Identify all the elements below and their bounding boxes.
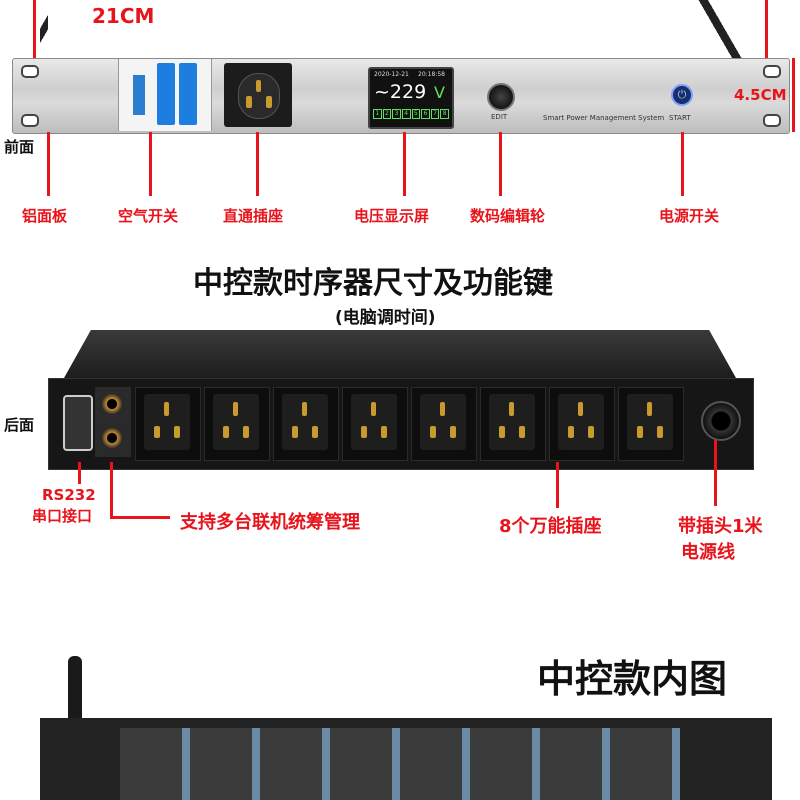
dimension-side-label: 4.5CM bbox=[734, 86, 787, 104]
rear-socket bbox=[618, 387, 684, 461]
display-date: 2020-12-21 bbox=[374, 71, 409, 78]
rear-chassis-top bbox=[64, 330, 736, 378]
callout-line bbox=[681, 132, 684, 196]
section-title: 中控款时序器尺寸及功能键 bbox=[193, 266, 553, 301]
callout-plug-cord: 带插头1米 bbox=[678, 516, 763, 537]
channel-8: 8 bbox=[440, 109, 449, 119]
rack-hole bbox=[763, 114, 781, 127]
power-button-icon[interactable]: ⏻ bbox=[671, 84, 693, 106]
socket-pin bbox=[256, 80, 261, 92]
callout-line bbox=[110, 462, 113, 518]
channel-7: 7 bbox=[430, 109, 440, 119]
front-passthrough-socket bbox=[224, 63, 292, 127]
callout-line bbox=[78, 462, 81, 484]
rack-hole bbox=[763, 65, 781, 78]
inner-view-title: 中控款内图 bbox=[537, 657, 728, 701]
callout-multi-link: 支持多台联机统筹管理 bbox=[180, 512, 360, 533]
callout-line bbox=[149, 132, 152, 196]
jack-port bbox=[101, 427, 123, 449]
system-name: Smart Power Management System bbox=[543, 114, 665, 122]
digital-edit-wheel[interactable] bbox=[487, 83, 515, 111]
callout-line bbox=[403, 132, 406, 196]
air-switch-breaker[interactable] bbox=[118, 59, 212, 131]
channel-2: 2 bbox=[382, 109, 392, 119]
callout-power-switch: 电源开关 bbox=[659, 207, 720, 225]
height-bracket bbox=[792, 58, 795, 132]
dimension-right-bracket bbox=[765, 0, 768, 58]
inner-board bbox=[120, 728, 680, 800]
socket-pin bbox=[246, 96, 252, 108]
rear-panel bbox=[48, 378, 754, 470]
inner-view-image bbox=[40, 718, 772, 800]
display-time: 20:18:58 bbox=[418, 71, 445, 78]
rs232-port bbox=[63, 395, 93, 451]
rear-socket bbox=[342, 387, 408, 461]
rack-hole bbox=[21, 65, 39, 78]
rear-label: 后面 bbox=[4, 416, 35, 434]
jack-port bbox=[101, 393, 123, 415]
callout-line bbox=[110, 516, 170, 519]
chassis-top-right bbox=[690, 0, 750, 58]
callout-line bbox=[714, 440, 717, 506]
channel-5: 5 bbox=[411, 109, 421, 119]
rack-hole bbox=[21, 114, 39, 127]
start-label: START bbox=[669, 114, 691, 122]
callout-voltage-display: 电压显示屏 bbox=[354, 207, 430, 225]
display-voltage: ~229 bbox=[374, 81, 427, 103]
callout-serial-port: 串口接口 bbox=[32, 507, 93, 525]
callout-line bbox=[556, 462, 559, 508]
rear-socket bbox=[273, 387, 339, 461]
callout-power-cord: 电源线 bbox=[681, 542, 735, 563]
breaker-handle[interactable] bbox=[157, 63, 175, 125]
socket-pin bbox=[266, 96, 272, 108]
breaker-handle[interactable] bbox=[179, 63, 197, 125]
rear-socket bbox=[204, 387, 270, 461]
link-ports bbox=[95, 387, 131, 457]
callout-8-sockets: 8个万能插座 bbox=[499, 516, 602, 537]
chassis-edge bbox=[40, 0, 48, 58]
rear-socket bbox=[480, 387, 546, 461]
front-panel: 2020-12-21 20:18:58 ~229 V 1 2 3 4 5 6 7… bbox=[12, 58, 790, 134]
channel-3: 3 bbox=[392, 109, 401, 119]
socket-plate bbox=[238, 73, 280, 119]
edit-label: EDIT bbox=[491, 113, 508, 121]
callout-passthrough-socket: 直通插座 bbox=[223, 207, 284, 225]
power-cord-gland bbox=[701, 401, 741, 441]
rear-socket bbox=[411, 387, 477, 461]
voltage-display: 2020-12-21 20:18:58 ~229 V 1 2 3 4 5 6 7… bbox=[368, 67, 454, 129]
callout-rs232: RS232 bbox=[42, 486, 96, 504]
callout-line bbox=[499, 132, 502, 196]
front-label: 前面 bbox=[4, 138, 35, 156]
callout-edit-wheel: 数码编辑轮 bbox=[470, 207, 546, 225]
channel-4: 4 bbox=[401, 109, 411, 119]
dimension-left-bracket bbox=[33, 0, 36, 58]
rear-socket bbox=[135, 387, 201, 461]
callout-line bbox=[47, 132, 50, 196]
channel-indicators: 1 2 3 4 5 6 7 8 bbox=[373, 109, 449, 119]
breaker-label bbox=[133, 75, 145, 115]
display-unit: V bbox=[434, 83, 445, 102]
callout-aluminum-panel: 铝面板 bbox=[22, 207, 68, 225]
section-subtitle: (电脑调时间) bbox=[335, 308, 436, 328]
rear-socket bbox=[549, 387, 615, 461]
channel-1: 1 bbox=[373, 109, 382, 119]
inner-cable bbox=[68, 656, 82, 726]
callout-air-switch: 空气开关 bbox=[118, 207, 179, 225]
dimension-top-label: 21CM bbox=[92, 4, 155, 28]
callout-line bbox=[256, 132, 259, 196]
channel-6: 6 bbox=[421, 109, 430, 119]
